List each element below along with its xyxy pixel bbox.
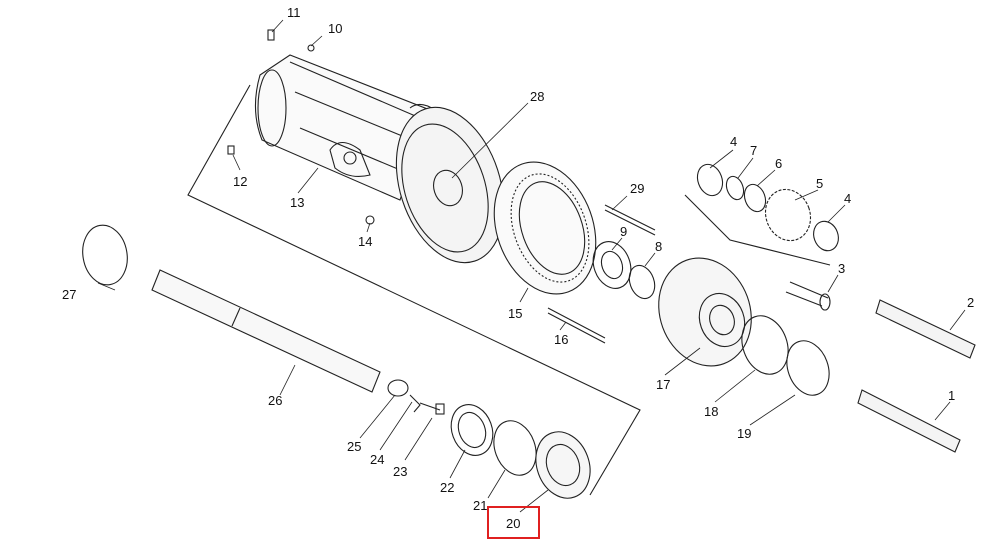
callout-28[interactable]: 28 — [530, 89, 544, 104]
main-shaft — [151, 269, 381, 393]
plug-14 — [365, 215, 375, 225]
plug-12 — [227, 145, 235, 155]
ring-gear — [493, 161, 597, 295]
callout-4b[interactable]: 4 — [844, 191, 851, 206]
planet-pin — [785, 281, 831, 311]
housing-tube — [254, 54, 441, 201]
callout-11[interactable]: 11 — [287, 5, 301, 20]
callout-5[interactable]: 5 — [816, 176, 823, 191]
circlip-27 — [82, 224, 128, 286]
callout-7[interactable]: 7 — [750, 143, 757, 158]
callout-17[interactable]: 17 — [656, 377, 670, 392]
housing-flange — [395, 106, 505, 264]
seal-8 — [628, 264, 656, 300]
callout-22[interactable]: 22 — [440, 480, 454, 495]
thrust-washer — [741, 315, 789, 375]
assembly-outline — [187, 84, 831, 496]
callout-25[interactable]: 25 — [347, 439, 361, 454]
callout-4a[interactable]: 4 — [730, 134, 737, 149]
callout-2[interactable]: 2 — [967, 295, 974, 310]
lock-tab-24 — [409, 394, 421, 413]
callout-27[interactable]: 27 — [62, 287, 76, 302]
callout-23[interactable]: 23 — [393, 464, 407, 479]
bolt-23 — [419, 402, 445, 415]
callout-8[interactable]: 8 — [655, 239, 662, 254]
callout-12[interactable]: 12 — [233, 174, 247, 189]
callout-15[interactable]: 15 — [508, 306, 522, 321]
callout-18[interactable]: 18 — [704, 404, 718, 419]
callout-19[interactable]: 19 — [737, 426, 751, 441]
callout-20[interactable]: 20 — [506, 516, 520, 531]
callout-6[interactable]: 6 — [775, 156, 782, 171]
bearing-20 — [535, 431, 591, 499]
leader-lines — [97, 19, 966, 513]
callout-14[interactable]: 14 — [358, 234, 372, 249]
plug-11 — [267, 29, 275, 41]
bearing-9 — [592, 241, 632, 289]
callout-1[interactable]: 1 — [948, 388, 955, 403]
callout-24[interactable]: 24 — [370, 452, 384, 467]
sun-shaft-1 — [857, 389, 961, 453]
callout-21[interactable]: 21 — [473, 498, 487, 513]
circlip-19 — [786, 340, 830, 396]
callout-3[interactable]: 3 — [838, 261, 845, 276]
plug-10 — [307, 44, 315, 52]
callout-10[interactable]: 10 — [328, 21, 342, 36]
callout-26[interactable]: 26 — [268, 393, 282, 408]
callout-29[interactable]: 29 — [630, 181, 644, 196]
bearing-cup-22 — [450, 404, 494, 456]
o-ring-21 — [493, 420, 537, 476]
highlighted-callout-20[interactable]: 20 — [487, 506, 540, 539]
callout-16[interactable]: 16 — [554, 332, 568, 347]
callout-9[interactable]: 9 — [620, 224, 627, 239]
callout-13[interactable]: 13 — [290, 195, 304, 210]
sun-shaft-2 — [875, 299, 976, 359]
planet-gear-set — [696, 163, 839, 252]
callout-labels: 1 2 3 4 4 5 6 7 8 9 10 11 12 13 14 15 16… — [62, 5, 974, 539]
planet-carrier — [658, 257, 752, 367]
highlight-box — [487, 506, 540, 539]
washer-25 — [387, 379, 409, 397]
